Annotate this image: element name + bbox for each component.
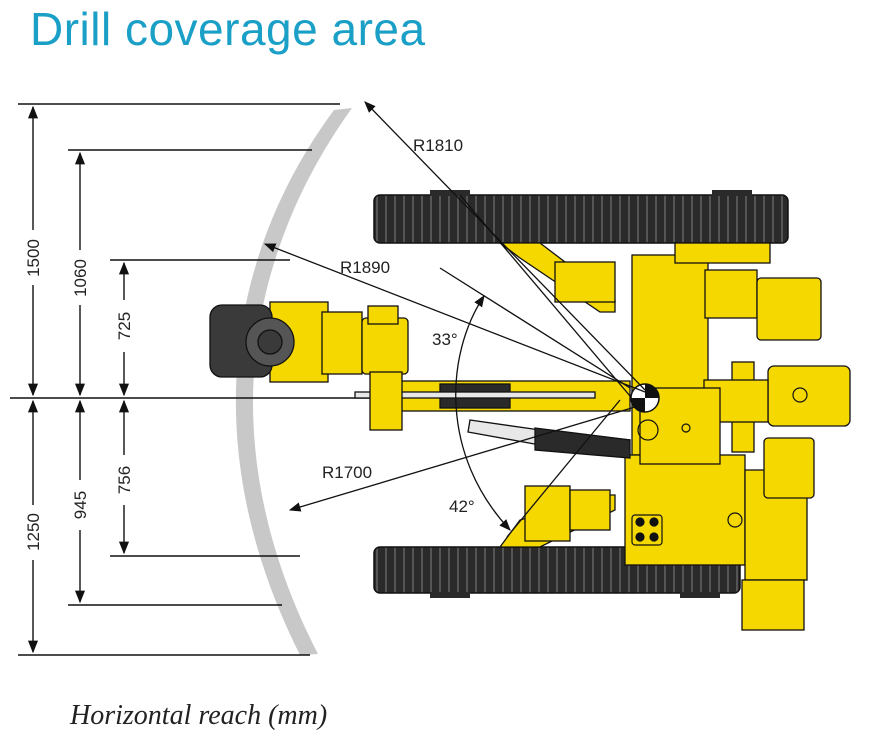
- page-title: Drill coverage area: [30, 3, 426, 55]
- radius-lines: [263, 101, 646, 538]
- machine-chassis: [498, 242, 851, 631]
- reference-lines: [10, 103, 680, 656]
- diagram-caption: Horizontal reach (mm): [70, 700, 328, 731]
- upper-track: [373, 190, 789, 244]
- angle-label-lower: 42°: [449, 497, 475, 516]
- angle-arc: [455, 295, 511, 531]
- pivot-marker-icon: [630, 383, 660, 413]
- dimension-label-middle-below: 945: [71, 491, 90, 519]
- dimension-label-inner-above: 725: [115, 312, 134, 340]
- dimension-label-middle-above: 1060: [71, 259, 90, 297]
- radius-label-middle: R1890: [340, 258, 390, 277]
- angle-label-upper: 33°: [432, 330, 458, 349]
- dimension-label-inner-below: 756: [115, 466, 134, 494]
- radius-label-lower: R1700: [322, 463, 372, 482]
- dimension-arrows: [27, 105, 130, 654]
- chassis-details: [631, 387, 808, 546]
- radius-label-upper: R1810: [413, 136, 463, 155]
- dimension-label-outer-below: 1250: [24, 513, 43, 551]
- dimension-label-outer-above: 1500: [24, 239, 43, 277]
- drill-head: [209, 301, 409, 431]
